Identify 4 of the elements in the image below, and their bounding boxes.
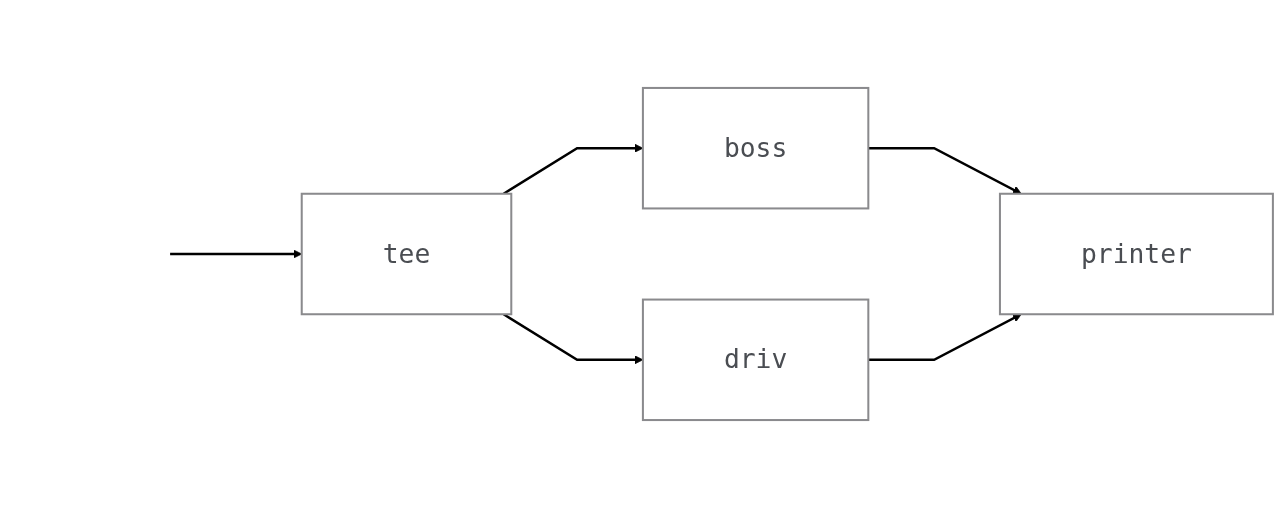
node-box: tee <box>300 192 513 316</box>
node-box: printer <box>998 192 1274 316</box>
node-box: driv <box>641 298 870 422</box>
node-box: boss <box>641 86 870 210</box>
